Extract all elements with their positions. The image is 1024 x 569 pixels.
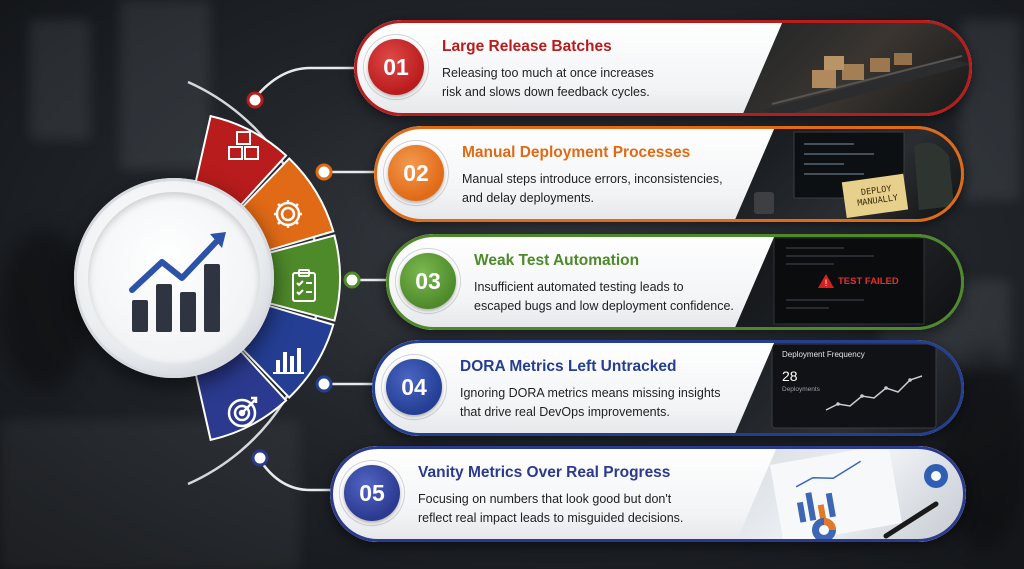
item-number-badge: 05 [344, 465, 400, 521]
gear-icon [268, 194, 308, 234]
card-item-4: 04 DORA Metrics Left Untracked Ignoring … [372, 340, 964, 436]
card-item-5: 05 Vanity Metrics Over Real Progress Foc… [330, 446, 966, 542]
printed-charts-pen-photo [736, 446, 966, 542]
item-title: Weak Test Automation [474, 252, 640, 269]
svg-text:!: ! [825, 278, 828, 288]
boxes-icon [224, 128, 264, 168]
card-item-3: 03 Weak Test Automation Insufficient aut… [386, 234, 964, 330]
conveyor-boxes-photo [742, 20, 972, 116]
item-description: Focusing on numbers that look good but d… [418, 492, 684, 525]
hub-circle [88, 192, 260, 364]
card-item-2: 02 Manual Deployment Processes Manual st… [374, 126, 964, 222]
item-description: Manual steps introduce errors, inconsist… [462, 172, 723, 205]
dashboard-sublabel: Deployments [782, 386, 820, 393]
card-item-1: 01 Large Release Batches Releasing too m… [354, 20, 972, 116]
item-title: Manual Deployment Processes [462, 144, 691, 161]
dashboard-value: 28 [782, 368, 798, 384]
deployment-frequency-dashboard-photo: Deployment Frequency 28 Deployments [734, 340, 964, 436]
clipboard-checklist-icon [284, 266, 324, 306]
test-failed-text: TEST FAILED [838, 276, 899, 287]
item-title: Large Release Batches [442, 38, 612, 55]
item-description: Ignoring DORA metrics means missing insi… [460, 386, 721, 419]
item-number-badge: 01 [368, 39, 424, 95]
bar-chart-icon [268, 338, 308, 378]
dashboard-title: Deployment Frequency [782, 350, 865, 359]
item-number-badge: 03 [400, 253, 456, 309]
item-number-badge: 02 [388, 145, 444, 201]
item-title: DORA Metrics Left Untracked [460, 358, 677, 375]
connector-dots [246, 91, 361, 467]
item-title: Vanity Metrics Over Real Progress [418, 464, 671, 481]
test-failed-screen-photo: ! TEST FAILED [734, 234, 964, 330]
growth-chart-icon [129, 232, 226, 332]
deploy-manually-note-photo: DEPLOY MANUALLY [734, 126, 964, 222]
item-number-badge: 04 [386, 359, 442, 415]
target-icon [222, 392, 262, 432]
